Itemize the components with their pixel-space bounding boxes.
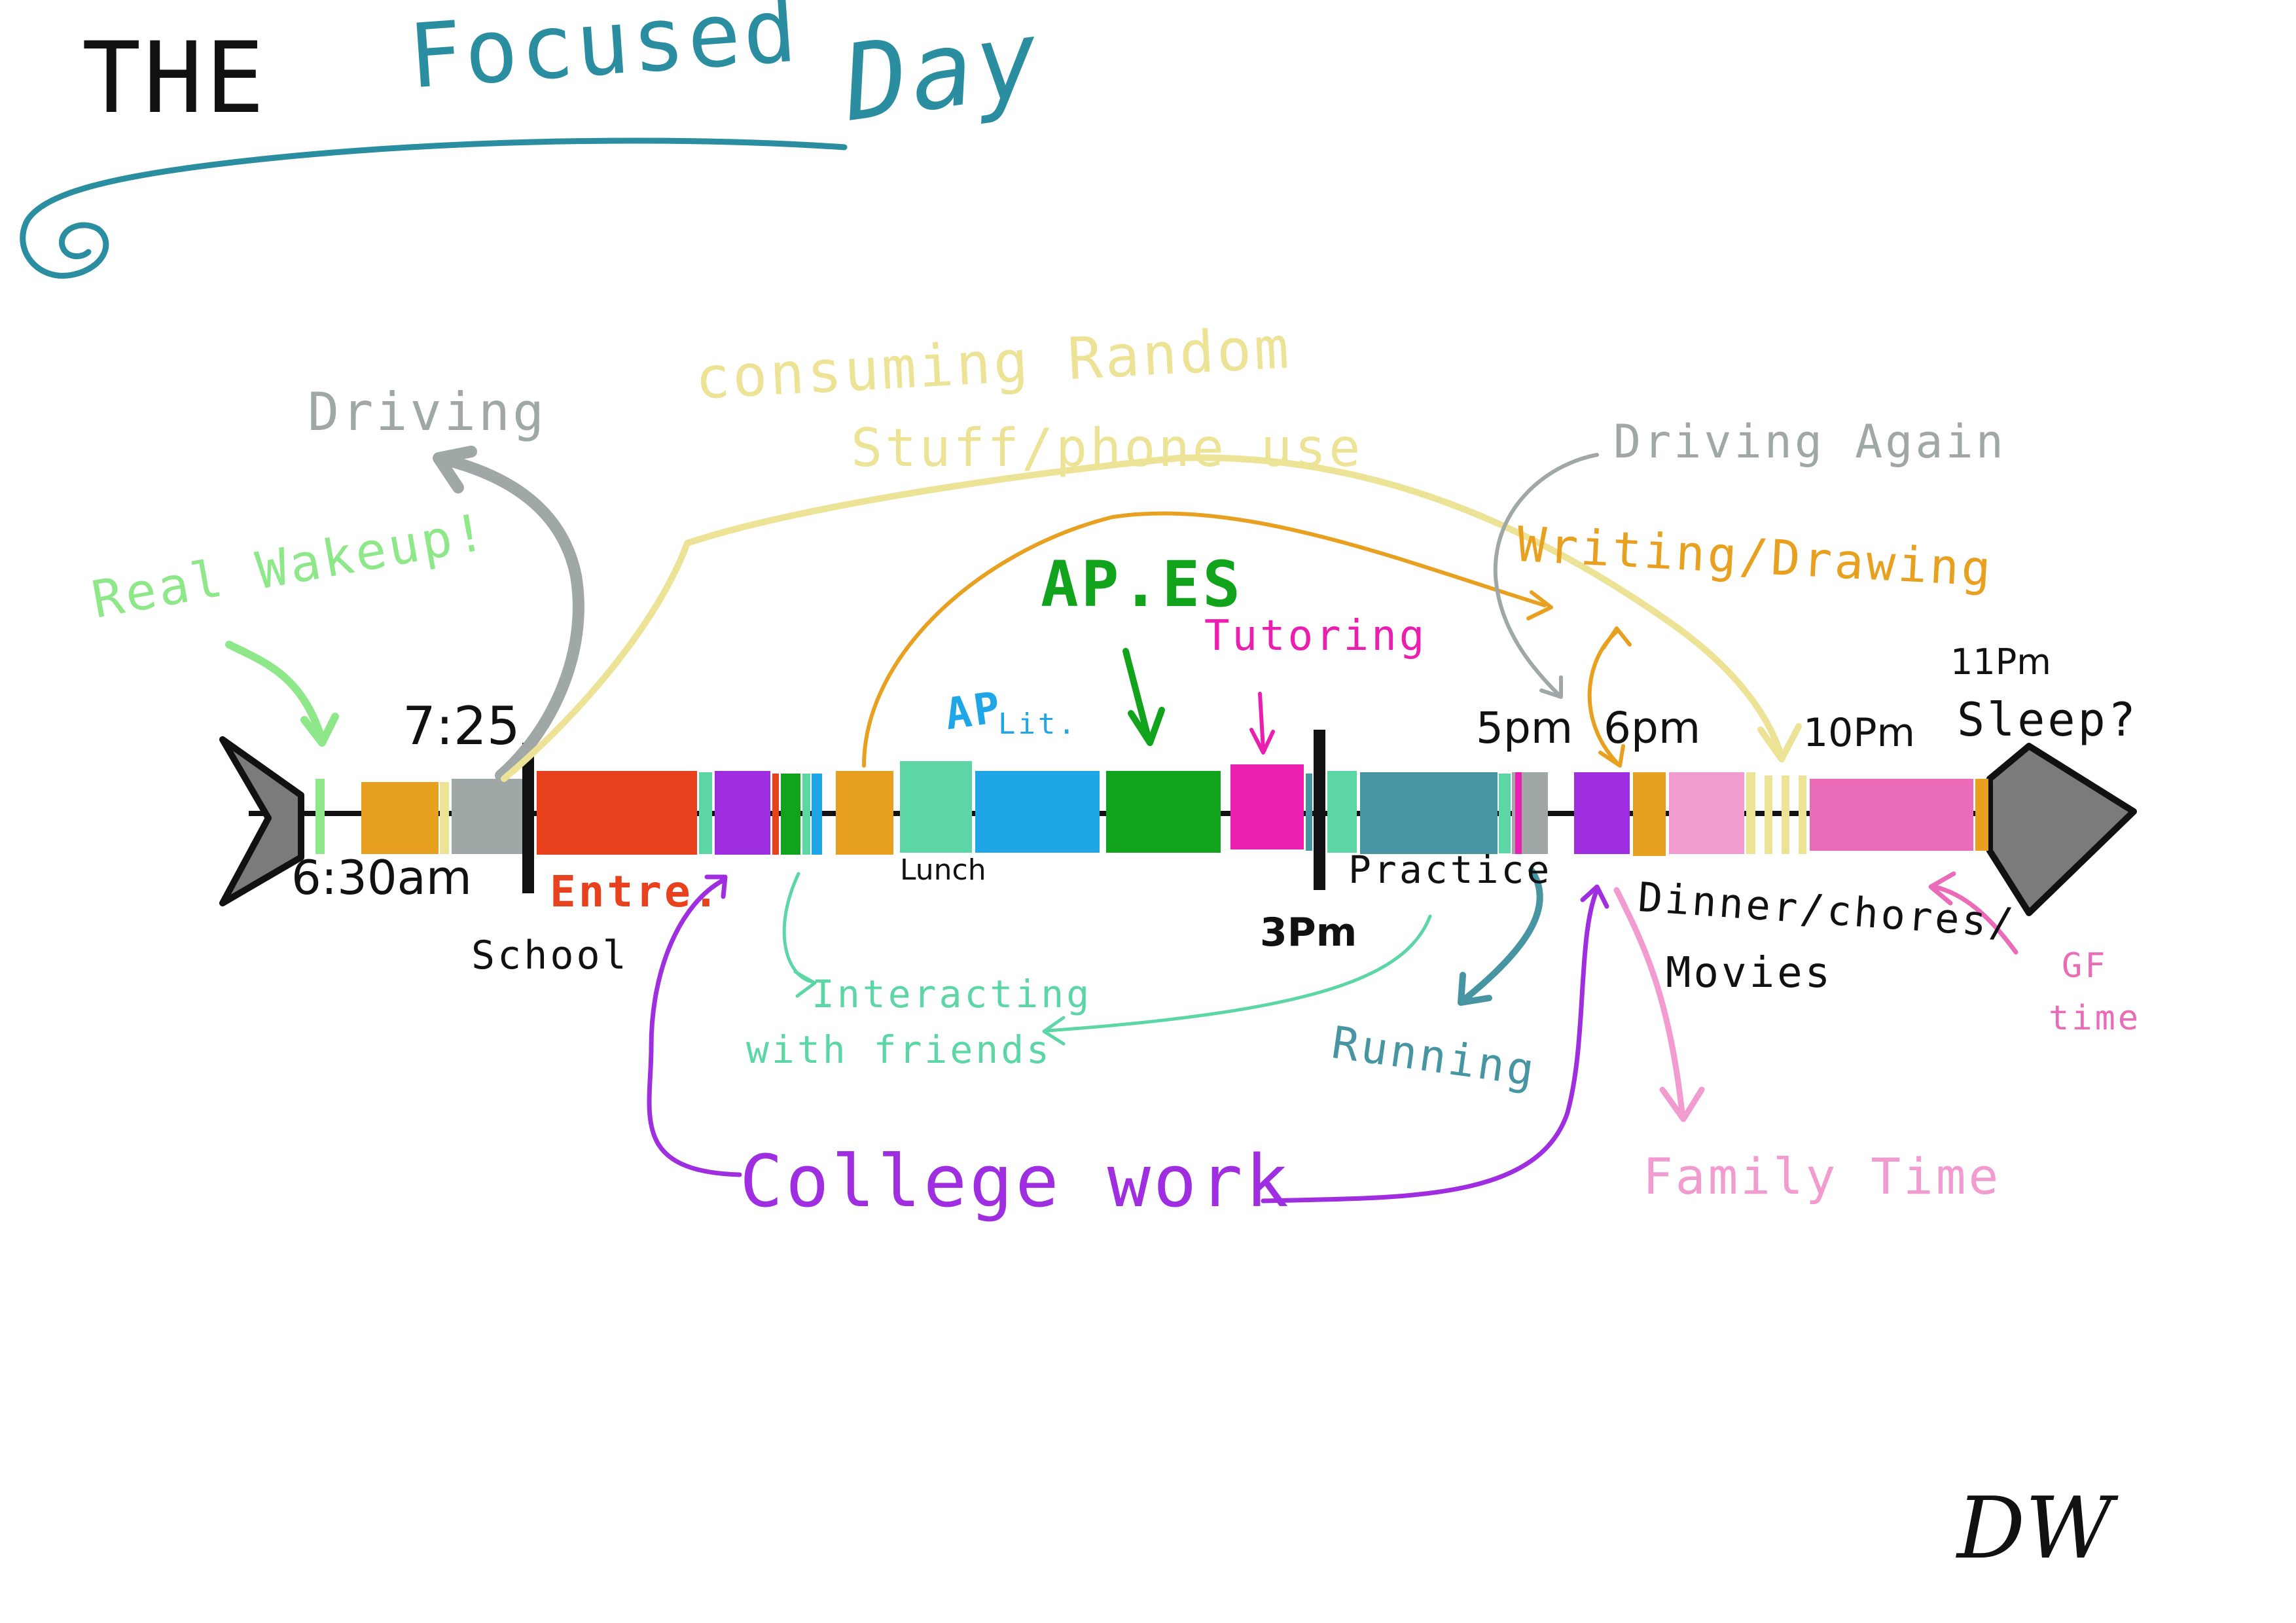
label-gf: GF: [2062, 949, 2108, 983]
label-practice: Practice: [1348, 851, 1552, 889]
label-time-3pm: 3Pm: [1260, 913, 1357, 952]
label-interacting-line2: with friends: [746, 1031, 1052, 1069]
label-college-work: College work: [740, 1145, 1291, 1217]
label-driving: Driving: [308, 386, 547, 438]
label-family-time: Family Time: [1643, 1152, 2001, 1202]
block-lunch: [900, 761, 972, 853]
block-driving: [452, 779, 524, 854]
block-teal-stripe-4: [1327, 771, 1357, 853]
block-dinner-movies: [1810, 779, 1973, 851]
label-time-725: 7:25: [403, 700, 520, 753]
label-time-5pm: 5pm: [1476, 707, 1573, 750]
label-tutoring: Tutoring: [1204, 615, 1427, 657]
label-consuming-line2: Stuff/phone use: [851, 422, 1363, 474]
block-morning-orange: [361, 782, 439, 854]
block-college-work-2: [1574, 772, 1630, 854]
label-lunch: Lunch: [900, 856, 986, 885]
block-family-time: [1669, 772, 1744, 854]
block-entre: [537, 771, 697, 855]
block-teal-stripe-5: [1499, 774, 1511, 853]
label-ap: AP: [942, 686, 1005, 737]
label-time-6pm: 6pm: [1604, 707, 1700, 750]
arrow-college-work-left: [649, 880, 740, 1175]
label-lit: Lit.: [998, 710, 1078, 739]
label-time-10pm: 10Pm: [1803, 713, 1915, 753]
timeline-left-arrowhead: [223, 740, 301, 903]
block-real-wakeup: [315, 779, 325, 854]
block-orange-writing: [1633, 772, 1666, 856]
block-yellow-stripe-4: [1782, 776, 1789, 854]
arrow-interacting-2: [1047, 916, 1430, 1031]
block-orange-stripe: [836, 771, 893, 855]
title-underline-swirl: [23, 141, 844, 276]
arrow-tutoring: [1260, 694, 1263, 749]
signature: DW: [1957, 1486, 2113, 1571]
block-teal-stripe-1: [699, 772, 712, 854]
block-yellow-stripe-2: [1746, 772, 1755, 854]
title-the: THE: [82, 29, 267, 128]
block-tutoring: [1230, 764, 1304, 849]
block-teal-stripe-2: [802, 774, 810, 855]
block-blue-stripe-1: [812, 774, 822, 855]
block-yellow-stripe-5: [1799, 776, 1806, 854]
block-pink-stripe: [1515, 772, 1522, 854]
label-school: School: [471, 936, 629, 975]
label-time-630am: 6:30am: [291, 854, 472, 901]
block-teal-stripe-3: [1306, 774, 1312, 851]
title-day: Day: [838, 5, 1047, 136]
label-time-11pm: 11Pm: [1950, 645, 2051, 680]
label-entre: Entre.: [550, 870, 721, 914]
arrow-interacting-1: [784, 874, 812, 982]
label-gf-time: time: [2049, 1001, 2141, 1035]
timeline-right-arrowhead: [1990, 746, 2134, 913]
block-apes: [1106, 771, 1221, 853]
marker-3pm: [1314, 730, 1325, 890]
label-sleep: Sleep?: [1957, 697, 2138, 743]
block-red-stripe: [772, 774, 779, 855]
label-interacting-line1: Interacting: [812, 975, 1092, 1013]
label-apes: AP.ES: [1041, 553, 1243, 616]
block-green-stripe-1: [781, 774, 800, 855]
block-ap-lit: [975, 771, 1100, 853]
block-college-work-1: [715, 771, 770, 855]
block-practice: [1360, 772, 1498, 854]
label-driving-again: Driving Again: [1613, 419, 2006, 465]
arrow-family-time: [1617, 890, 1682, 1113]
block-yellow-stripe-3: [1765, 776, 1772, 854]
block-yellow-stripe-1: [440, 782, 449, 854]
block-orange-end: [1975, 779, 1988, 851]
label-dinner-line2: Movies: [1666, 952, 1833, 994]
